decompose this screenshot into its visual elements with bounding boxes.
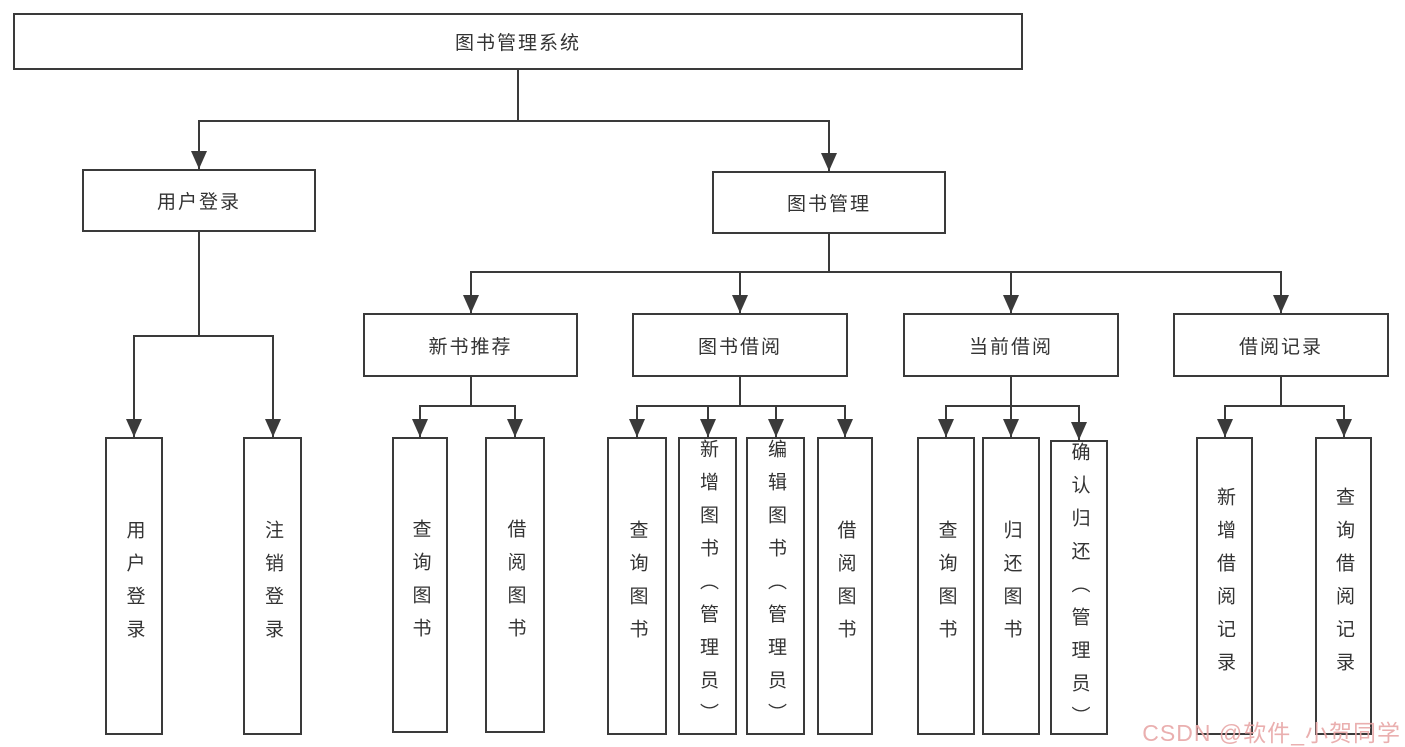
arrow-down-icon [837, 419, 853, 437]
node-root: 图书管理系统 [13, 13, 1023, 70]
node-user-login: 用户登录 [82, 169, 316, 232]
node-leaf-cb-return: 归还图书 [982, 437, 1040, 735]
connector-trunk [636, 405, 846, 407]
node-new-book-rec: 新书推荐 [363, 313, 578, 377]
node-leaf-bb-edit: 编辑图书（管理员） [746, 437, 805, 736]
arrow-down-icon [1071, 422, 1087, 440]
connector-drop [1010, 272, 1012, 313]
watermark-text: CSDN @软件_小贺同学 [1142, 720, 1401, 746]
connector-stem [1280, 377, 1282, 407]
node-leaf-bb-query: 查询图书 [607, 437, 667, 735]
node-leaf-login: 用户登录 [105, 437, 163, 735]
node-leaf-bb-add: 新增图书（管理员） [678, 437, 737, 736]
arrow-down-icon [463, 295, 479, 313]
arrow-down-icon [938, 419, 954, 437]
connector-stem [1010, 377, 1012, 407]
arrow-down-icon [1003, 295, 1019, 313]
arrow-down-icon [1003, 419, 1019, 437]
connector-trunk [470, 271, 1282, 273]
connector-drop [1280, 272, 1282, 313]
connector-trunk [133, 335, 274, 337]
arrow-down-icon [191, 151, 207, 169]
connector-trunk [198, 120, 830, 122]
connector-drop [272, 336, 274, 437]
node-leaf-bb-borrow: 借阅图书 [817, 437, 873, 735]
arrow-down-icon [629, 419, 645, 437]
connector-trunk [419, 405, 516, 407]
connector-stem [517, 70, 519, 122]
node-borrow-records: 借阅记录 [1173, 313, 1389, 377]
node-leaf-br-query: 查询借阅记录 [1315, 437, 1372, 735]
connector-drop [198, 121, 200, 169]
connector-stem [470, 377, 472, 407]
arrow-down-icon [412, 419, 428, 437]
arrow-down-icon [1336, 419, 1352, 437]
arrow-down-icon [126, 419, 142, 437]
connector-stem [828, 234, 830, 273]
node-leaf-logout: 注销登录 [243, 437, 302, 735]
connector-drop [739, 272, 741, 313]
connector-drop [133, 336, 135, 437]
arrow-down-icon [732, 295, 748, 313]
arrow-down-icon [700, 419, 716, 437]
connector-stem [739, 377, 741, 407]
node-leaf-cb-query: 查询图书 [917, 437, 975, 735]
connector-trunk [945, 405, 1080, 407]
connector-trunk [1224, 405, 1345, 407]
arrow-down-icon [265, 419, 281, 437]
node-book-mgmt: 图书管理 [712, 171, 946, 234]
arrow-down-icon [1217, 419, 1233, 437]
connector-stem [198, 232, 200, 337]
arrow-down-icon [507, 419, 523, 437]
node-leaf-cb-confirm: 确认归还（管理员） [1050, 440, 1108, 739]
node-book-borrow: 图书借阅 [632, 313, 848, 377]
node-leaf-nbr-borrow: 借阅图书 [485, 437, 545, 733]
node-leaf-nbr-query: 查询图书 [392, 437, 448, 733]
arrow-down-icon [821, 153, 837, 171]
connector-drop [470, 272, 472, 313]
connector-drop [828, 121, 830, 171]
arrow-down-icon [768, 419, 784, 437]
node-current-borrow: 当前借阅 [903, 313, 1119, 377]
arrow-down-icon [1273, 295, 1289, 313]
node-leaf-br-add: 新增借阅记录 [1196, 437, 1253, 735]
